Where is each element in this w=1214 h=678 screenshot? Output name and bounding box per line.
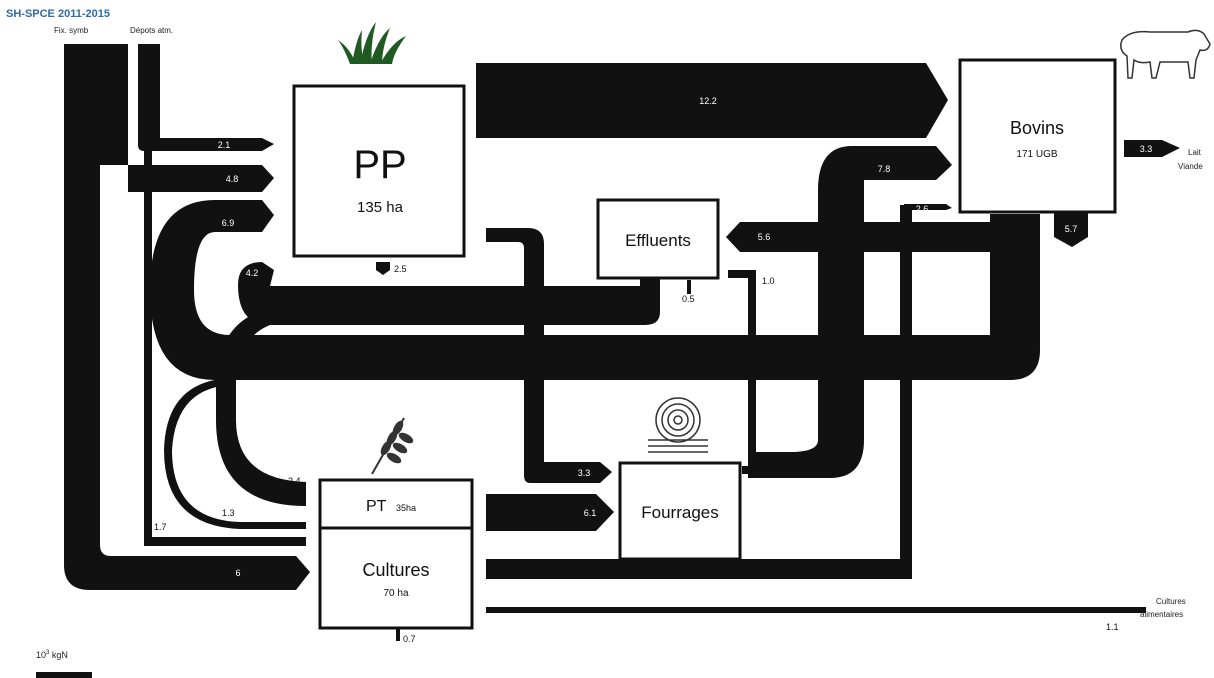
node-pp-area: 135 ha	[357, 199, 404, 216]
band-bovins-out	[1124, 140, 1180, 157]
flow-bov-loss: 5.7	[1065, 224, 1078, 234]
nodes	[292, 58, 1117, 630]
band-pp-loss	[376, 262, 390, 275]
flow-cult-loss: 0.7	[403, 634, 416, 644]
band-fix-pp	[128, 165, 274, 192]
node-bovins-name: Bovins	[1010, 118, 1064, 138]
unit-legend: 103 kgN	[36, 650, 68, 660]
flow-cult-bov: 2.6	[916, 204, 929, 214]
node-cultures-name: Cultures	[362, 560, 429, 580]
band-cult-loss	[396, 627, 400, 641]
node-bovins-sub: 171 UGB	[1016, 149, 1057, 160]
flow-four-bov: 7.8	[878, 164, 891, 174]
band-eff-fourrages	[728, 270, 756, 474]
node-fourrages-box	[618, 461, 742, 561]
wheat-icon	[371, 417, 414, 475]
flow-bovins-out: 3.3	[1140, 144, 1153, 154]
grass-icon	[338, 22, 406, 64]
unit-exp: 3	[46, 650, 50, 656]
flow-eff-loss: 0.5	[682, 294, 695, 304]
flow-fix-cult: 6	[235, 568, 240, 578]
band-eff-pp-loop	[238, 262, 660, 325]
hay-bale-icon	[648, 397, 708, 453]
unit-legend-bar	[36, 672, 92, 678]
node-effluents-box	[596, 198, 720, 280]
flow-bov-eff: 5.6	[758, 232, 771, 242]
band-cultures-bovins-body	[486, 565, 912, 579]
output-cultures-alim-2: alimentaires	[1140, 610, 1183, 619]
node-pt-area: 35ha	[396, 503, 416, 513]
source-depots-atm: Dépots atm.	[130, 26, 173, 35]
flow-fix-pp: 4.8	[226, 174, 239, 184]
flow-loop-pt: 1.3	[222, 508, 235, 518]
node-pt-name: PT	[366, 498, 387, 515]
output-cultures-alim-1: Cultures	[1156, 597, 1186, 606]
flow-eff-four: 1.0	[762, 276, 775, 286]
texts: SH-SPCE 2011-2015 Fix. symb Dépots atm. …	[6, 8, 1203, 678]
band-cultures-bovins-up	[900, 205, 912, 579]
flow-eff-pp: 6.9	[222, 218, 235, 228]
band-eff-loss	[687, 280, 691, 294]
band-pt-fourrages	[486, 494, 614, 531]
band-pp-bovins	[476, 63, 948, 138]
output-viande: Viande	[1178, 162, 1203, 171]
flow-pp-four: 3.3	[578, 468, 591, 478]
output-lait: Lait	[1188, 148, 1202, 157]
cow-icon	[1120, 29, 1211, 79]
unit-suffix: kgN	[49, 650, 68, 660]
band-fourrages-bovins	[748, 146, 952, 478]
node-cultures-area: 70 ha	[383, 588, 408, 599]
flow-depots-pt: 1.7	[154, 522, 167, 532]
flow-eff-pp2: 4.2	[246, 268, 259, 278]
band-depots	[138, 44, 306, 546]
flow-depots-pp: 2.1	[218, 140, 231, 150]
band-fix-symb	[64, 44, 310, 590]
node-pp-name: PP	[353, 143, 406, 187]
diagram-title: SH-SPCE 2011-2015	[6, 8, 110, 20]
node-fourrages-name: Fourrages	[641, 503, 718, 522]
node-pt-box	[318, 478, 474, 530]
flow-bands	[64, 44, 1180, 641]
band-eff-pt	[216, 305, 306, 506]
flow-pp-bovins: 12.2	[699, 96, 717, 106]
band-bovins-loss	[1054, 213, 1088, 247]
flow-pp-loss: 2.5	[394, 264, 407, 274]
band-bovins-effluents	[150, 200, 1040, 380]
unit-base: 10	[36, 650, 46, 660]
node-bovins-box	[958, 58, 1117, 214]
source-fix-symb: Fix. symb	[54, 26, 89, 35]
flow-eff-pt: 2.4	[288, 476, 301, 486]
flow-cult-alim: 1.1	[1106, 622, 1119, 632]
band-cultures-alim	[486, 607, 1146, 613]
node-pp-box	[292, 84, 466, 258]
node-effluents-name: Effluents	[625, 231, 691, 250]
node-cultures-box	[318, 526, 474, 630]
flow-pt-four: 6.1	[584, 508, 597, 518]
